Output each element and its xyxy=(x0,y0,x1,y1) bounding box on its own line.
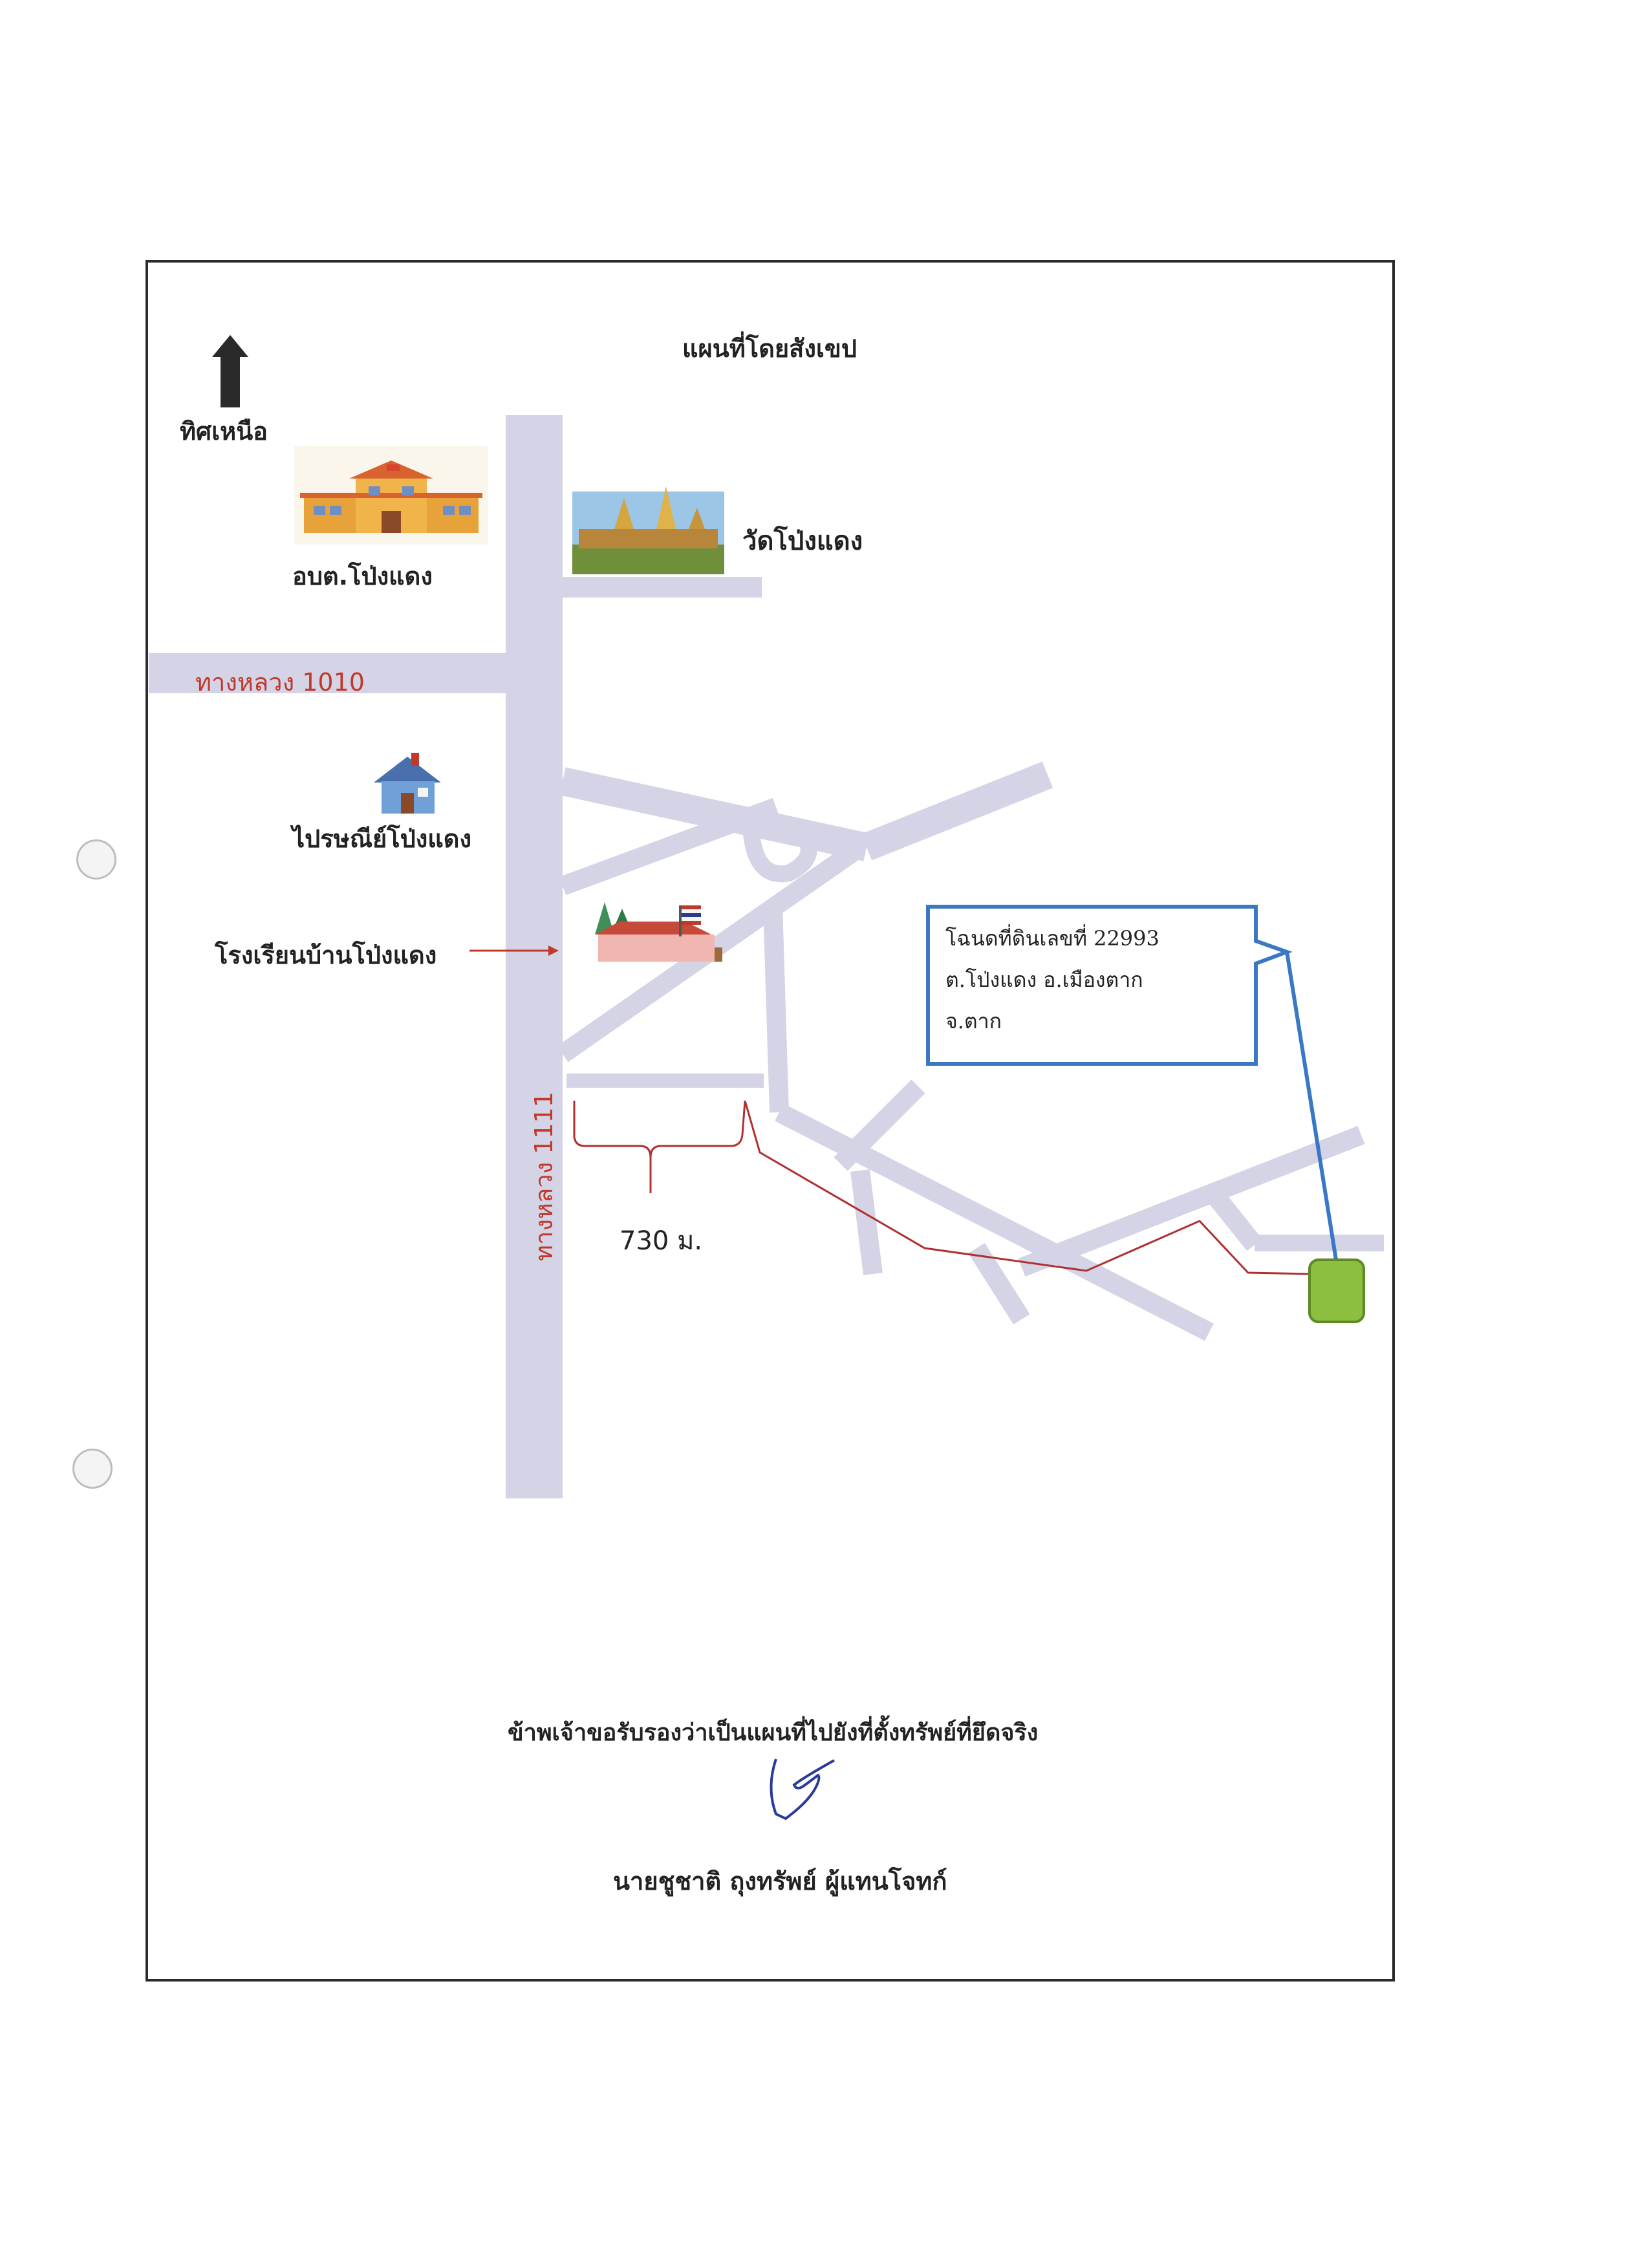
punch-hole-bottom xyxy=(72,1449,113,1489)
sao-office-icon xyxy=(294,446,488,545)
target-marker xyxy=(1308,1258,1365,1323)
distance-label: 730 ม. xyxy=(620,1226,703,1256)
school-label: โรงเรียนบ้านโป่งแดง xyxy=(215,941,437,969)
highway-1010-label: ทางหลวง 1010 xyxy=(195,668,365,697)
road-highway-1111 xyxy=(506,415,563,1498)
north-arrow-icon xyxy=(212,335,248,407)
school-icon xyxy=(595,902,722,962)
sao-office-label: อบต.โป่งแดง xyxy=(292,562,433,590)
school-pointer-arrow xyxy=(469,945,559,956)
certification-text: ข้าพเจ้าขอรับรองว่าเป็นแผนที่ไปยังที่ตั้… xyxy=(508,1719,1039,1746)
signatory-name: นายชูชาติ ถุงทรัพย์ ผู้แทนโจทก์ xyxy=(613,1866,947,1895)
parcel-callout-box xyxy=(926,905,1338,1260)
road-network xyxy=(557,761,1384,1341)
distance-bracket xyxy=(573,1100,746,1193)
callout-line-1: โฉนดที่ดินเลขที่ 22993 xyxy=(945,926,1159,951)
callout-line-3: จ.ตาก xyxy=(945,1009,1002,1033)
north-label: ทิศเหนือ xyxy=(180,417,268,446)
punch-hole-top xyxy=(76,839,116,880)
temple-label: วัดโป่งแดง xyxy=(742,526,863,556)
post-office-icon xyxy=(374,753,441,814)
map-title: แผนที่โดยสังเขป xyxy=(682,334,857,363)
road-temple xyxy=(563,577,762,598)
map-frame xyxy=(146,260,1395,1982)
road-school-spur xyxy=(566,1074,764,1088)
road-highway-1010 xyxy=(149,653,506,693)
highway-1111-label: ทางหลวง 1111 xyxy=(530,1092,558,1261)
route-line xyxy=(744,1100,1313,1275)
callout-line-2: ต.โป่งแดง อ.เมืองตาก xyxy=(945,967,1143,992)
signature-mark xyxy=(770,1758,835,1820)
temple-icon xyxy=(572,486,724,574)
post-office-label: ไปรษณีย์โป่งแดง xyxy=(292,825,472,853)
